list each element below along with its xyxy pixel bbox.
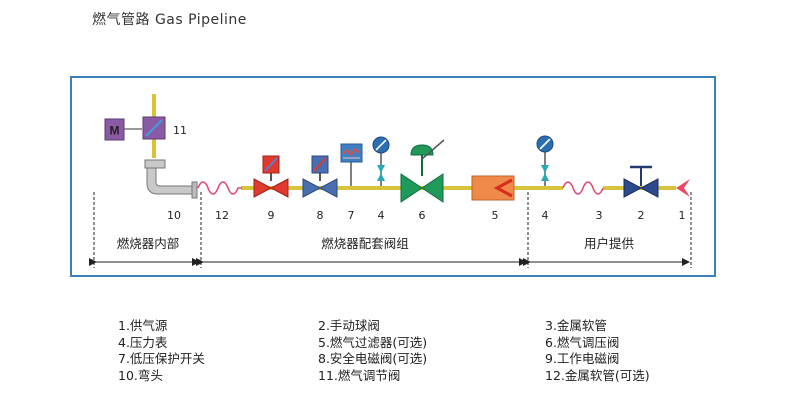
- metal-hose-icon: [197, 181, 242, 195]
- section-label-valve-train: 燃烧器配套阀组: [321, 236, 409, 251]
- legend-column-1: 1.供气源 4.压力表 7.低压保护开关 10.弯头: [118, 318, 205, 384]
- legend-item: 8.安全电磁阀(可选): [318, 351, 428, 366]
- manual-ball-valve-icon: [623, 165, 659, 198]
- gas-supply-icon: [676, 179, 690, 197]
- component-number: 10: [167, 209, 181, 222]
- working-solenoid-valve-icon: [253, 155, 289, 198]
- page-title: 燃气管路 Gas Pipeline: [92, 12, 247, 28]
- legend-item: 2.手动球阀: [318, 318, 380, 333]
- component-number: 12: [215, 209, 229, 222]
- gas-filter-icon: [471, 175, 515, 201]
- pipeline-diagram: M 11: [70, 76, 716, 277]
- label-11: 11: [173, 124, 187, 137]
- legend-item: 3.金属软管: [545, 318, 607, 333]
- component-number: 3: [596, 209, 603, 222]
- elbow-icon: [144, 159, 198, 199]
- pressure-gauge-icon: [536, 135, 554, 186]
- low-pressure-switch-icon: [340, 143, 363, 186]
- motor-label: M: [110, 124, 120, 138]
- legend-item: 1.供气源: [118, 318, 168, 333]
- section-label-user-supplied: 用户提供: [584, 236, 634, 251]
- legend-column-3: 3.金属软管 6.燃气调压阀 9.工作电磁阀 12.金属软管(可选): [545, 318, 650, 384]
- gas-pressure-regulator-icon: [400, 139, 445, 203]
- legend-column-2: 2.手动球阀 5.燃气过滤器(可选) 8.安全电磁阀(可选) 11.燃气调节阀: [318, 318, 427, 384]
- legend-item: 7.低压保护开关: [118, 351, 205, 366]
- pressure-gauge-icon: [372, 136, 390, 186]
- safety-solenoid-valve-icon: [302, 155, 338, 198]
- legend-item: 5.燃气过滤器(可选): [318, 334, 428, 350]
- section-label-burner-internal: 燃烧器内部: [117, 236, 180, 251]
- legend-item: 10.弯头: [118, 367, 163, 383]
- component-number: 4: [542, 209, 549, 222]
- legend-item: 12.金属软管(可选): [545, 367, 650, 383]
- component-number: 2: [638, 209, 645, 222]
- component-number: 8: [317, 209, 324, 222]
- component-number: 9: [268, 209, 275, 222]
- component-number: 1: [679, 209, 686, 222]
- component-number: 7: [348, 209, 355, 222]
- legend-item: 11.燃气调节阀: [318, 367, 401, 383]
- legend-item: 9.工作电磁阀: [545, 351, 620, 366]
- component-number: 6: [419, 209, 426, 222]
- metal-hose-icon: [562, 181, 604, 195]
- legend-item: 4.压力表: [118, 334, 168, 350]
- legend-item: 6.燃气调压阀: [545, 334, 620, 350]
- motor-actuator-icon: M: [104, 118, 125, 141]
- component-number: 5: [492, 209, 499, 222]
- component-number: 4: [378, 209, 385, 222]
- diagram-frame: [70, 76, 716, 277]
- gas-control-valve-icon: [142, 116, 166, 140]
